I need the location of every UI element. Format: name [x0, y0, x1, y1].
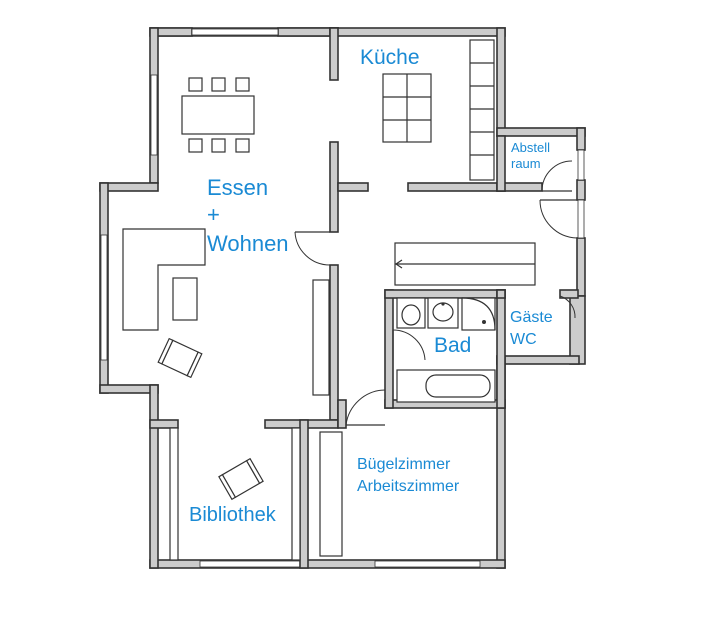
living-shelf	[312, 279, 330, 396]
windows	[100, 28, 585, 568]
ironing-cabinet	[319, 431, 343, 557]
room-label-kueche: Küche	[360, 46, 420, 69]
room-label-abstell-2: raum	[511, 156, 541, 171]
dining-set	[181, 77, 255, 153]
room-label-essen-2: +	[207, 202, 220, 227]
inner-walls	[149, 27, 579, 569]
room-label-bibliothek: Bibliothek	[189, 504, 277, 526]
room-label-buegel-1: Bügelzimmer	[357, 456, 451, 473]
kitchen-counter	[469, 39, 495, 181]
room-label-gaeste-2: WC	[510, 331, 537, 348]
kitchen-table	[382, 73, 432, 143]
room-label-gaeste-1: Gäste	[510, 309, 553, 326]
wardrobe	[394, 242, 536, 286]
room-label-essen-3: Wohnen	[207, 231, 289, 256]
armchair	[157, 337, 203, 379]
library-shelves	[169, 427, 301, 561]
room-label-abstell-1: Abstell	[511, 140, 550, 155]
room-label-buegel-2: Arbeitszimmer	[357, 478, 460, 495]
sofa	[122, 228, 206, 331]
room-label-bad: Bad	[434, 334, 471, 357]
library-armchair	[218, 457, 264, 501]
room-label-essen-1: Essen	[207, 175, 268, 200]
bath-fixtures	[396, 297, 496, 403]
doors	[294, 160, 578, 426]
